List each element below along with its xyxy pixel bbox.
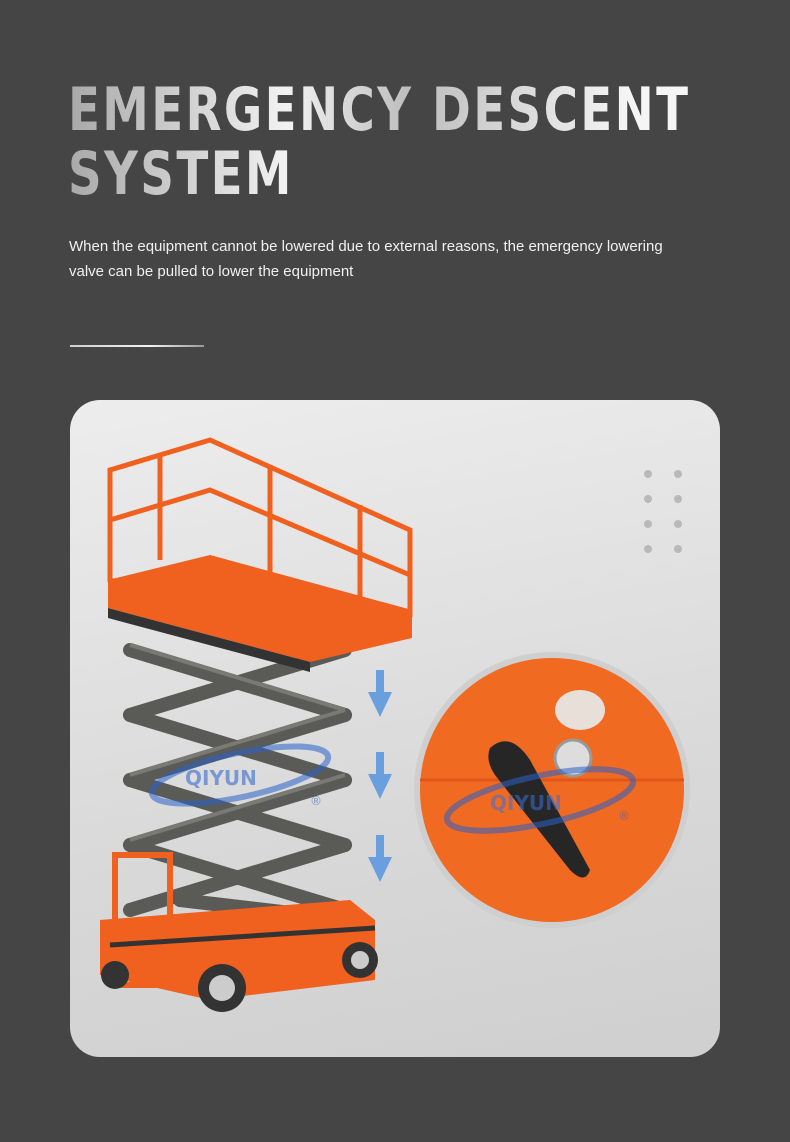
platform-deck: [108, 555, 412, 662]
arrow-down-icon: [368, 670, 392, 717]
valve-closeup: QIYUN ®: [414, 652, 690, 928]
valve-handle: [488, 741, 590, 878]
svg-text:QIYUN: QIYUN: [490, 791, 562, 815]
svg-text:QIYUN: QIYUN: [185, 766, 257, 790]
page-title: EMERGENCY DESCENT SYSTEM: [68, 78, 690, 206]
scissor-lift-illustration: QIYUN ® QIYUN ®: [100, 437, 690, 1012]
divider: [70, 345, 204, 347]
svg-text:®: ®: [310, 794, 322, 808]
product-card: QIYUN ® QIYUN ®: [70, 400, 720, 1057]
title-line-1: EMERGENCY DESCENT: [68, 75, 691, 145]
arrow-down-icon: [368, 752, 392, 799]
arrow-down-icon: [368, 835, 392, 882]
title-line-2: SYSTEM: [68, 139, 294, 209]
wheel: [101, 961, 129, 989]
svg-text:®: ®: [618, 809, 630, 823]
description: When the equipment cannot be lowered due…: [69, 238, 663, 280]
watermark-logo: QIYUN ®: [148, 743, 332, 808]
